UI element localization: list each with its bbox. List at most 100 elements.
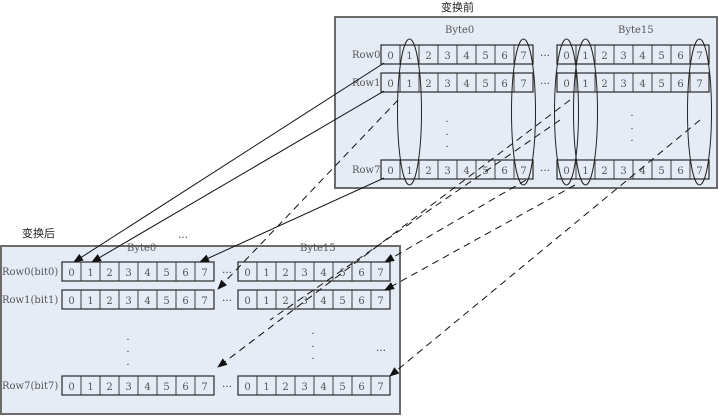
ellipsis-dot: · <box>126 347 129 358</box>
bit-cell-label: 1 <box>406 79 412 90</box>
byte15-frame <box>556 44 710 65</box>
row-separator-ellipsis: … <box>540 48 550 59</box>
bit-cell-label: 5 <box>658 79 664 90</box>
bit-cell-label: 0 <box>563 166 569 177</box>
bit-cell-label: 0 <box>387 51 393 62</box>
bit-cell-label: 4 <box>639 51 645 62</box>
bit-cell-label: 1 <box>263 296 269 307</box>
byte15-frame <box>237 375 391 396</box>
bit-cell-label: 4 <box>320 296 326 307</box>
byte0-frame <box>61 375 215 396</box>
bit-cell-label: 3 <box>620 166 626 177</box>
bit-cell-label: 1 <box>87 296 93 307</box>
bit-cell-label: 4 <box>320 268 326 279</box>
row-separator-ellipsis: … <box>222 379 232 390</box>
bit-cell-label: 4 <box>463 166 469 177</box>
bit-column-groups <box>397 38 712 186</box>
ellipsis-dot: · <box>311 329 314 340</box>
bit-cell-label: 5 <box>482 51 488 62</box>
byte0-frame <box>380 159 534 180</box>
connector-row7-to-bit0 <box>199 177 385 263</box>
column-group-bit1-ellipse <box>397 38 422 186</box>
after-vertical-ellipsis: ······ <box>126 329 314 371</box>
bit-cell-label: 7 <box>520 51 526 62</box>
after-title: 变换后 <box>22 226 55 240</box>
byte0-frame <box>380 72 534 93</box>
bit-cell-label: 1 <box>263 268 269 279</box>
row-separator-ellipsis: … <box>222 265 232 276</box>
bit-cell-label: 0 <box>563 79 569 90</box>
row-label: Row1 <box>352 78 380 89</box>
bit-cell-label: 5 <box>339 268 345 279</box>
ellipsis-dot: · <box>126 360 129 371</box>
bit-cell-label: 2 <box>282 382 288 393</box>
bit-cell-label: 1 <box>582 51 588 62</box>
bit-cell-label: 6 <box>358 296 364 307</box>
after-byte0-label: Byte0 <box>127 243 156 254</box>
bit-cell-label: 7 <box>520 79 526 90</box>
bit-cell-label: 4 <box>320 382 326 393</box>
column-group-bit0-ellipse <box>554 38 579 186</box>
bit-cell-label: 5 <box>163 296 169 307</box>
bit-cell-label: 2 <box>282 296 288 307</box>
bit-cell-label: 4 <box>639 166 645 177</box>
bit-cell-label: 3 <box>444 166 450 177</box>
bit-cell-label: 2 <box>106 296 112 307</box>
bit-cell-label: 2 <box>601 51 607 62</box>
after-side-ellipsis: … <box>376 343 386 354</box>
bit-cell-label: 2 <box>425 166 431 177</box>
connector-byte15-row1 <box>384 184 576 291</box>
bit-cell-label: 4 <box>463 51 469 62</box>
bit-cell-label: 4 <box>639 79 645 90</box>
bit-cell-label: 3 <box>301 268 307 279</box>
bit-cell-label: 7 <box>696 166 702 177</box>
row-label: Row0(bit0) <box>2 267 58 278</box>
bit-cell-label: 0 <box>68 296 74 307</box>
bit-cell-label: 7 <box>201 296 207 307</box>
bit-cell-label: 5 <box>482 79 488 90</box>
bit-cell-label: 7 <box>201 268 207 279</box>
byte15-frame <box>556 72 710 93</box>
bit-cell-label: 6 <box>358 382 364 393</box>
bit-cell-label: 2 <box>601 79 607 90</box>
column-group-bit7-ellipse <box>511 38 536 186</box>
bit-cell-label: 1 <box>87 268 93 279</box>
connector-row1-to-bit0 <box>91 90 385 263</box>
bit-cell-label: 4 <box>144 382 150 393</box>
byte15-frame <box>237 289 391 310</box>
bit-cell-label: 6 <box>677 166 683 177</box>
bit-cell-label: 4 <box>144 296 150 307</box>
bit-cell-label: 6 <box>677 51 683 62</box>
bit-cell-label: 2 <box>106 268 112 279</box>
bit-cell-label: 0 <box>244 382 250 393</box>
bit-cell-label: 1 <box>87 382 93 393</box>
bit-cell-label: 0 <box>68 382 74 393</box>
bit-cell-label: 5 <box>163 268 169 279</box>
bit-cell-label: 0 <box>68 268 74 279</box>
bit-cell-label: 3 <box>125 296 131 307</box>
bit-cell-label: 5 <box>339 382 345 393</box>
bit-cell-label: 2 <box>425 51 431 62</box>
bit-cell-label: 7 <box>201 382 207 393</box>
bit-cell-label: 6 <box>182 382 188 393</box>
ellipsis-dot: · <box>630 136 633 147</box>
column-group-bit7-ellipse <box>687 38 712 186</box>
bit-cell-label: 6 <box>182 268 188 279</box>
bit-cell-label: 3 <box>125 268 131 279</box>
row-separator-ellipsis: … <box>540 76 550 87</box>
